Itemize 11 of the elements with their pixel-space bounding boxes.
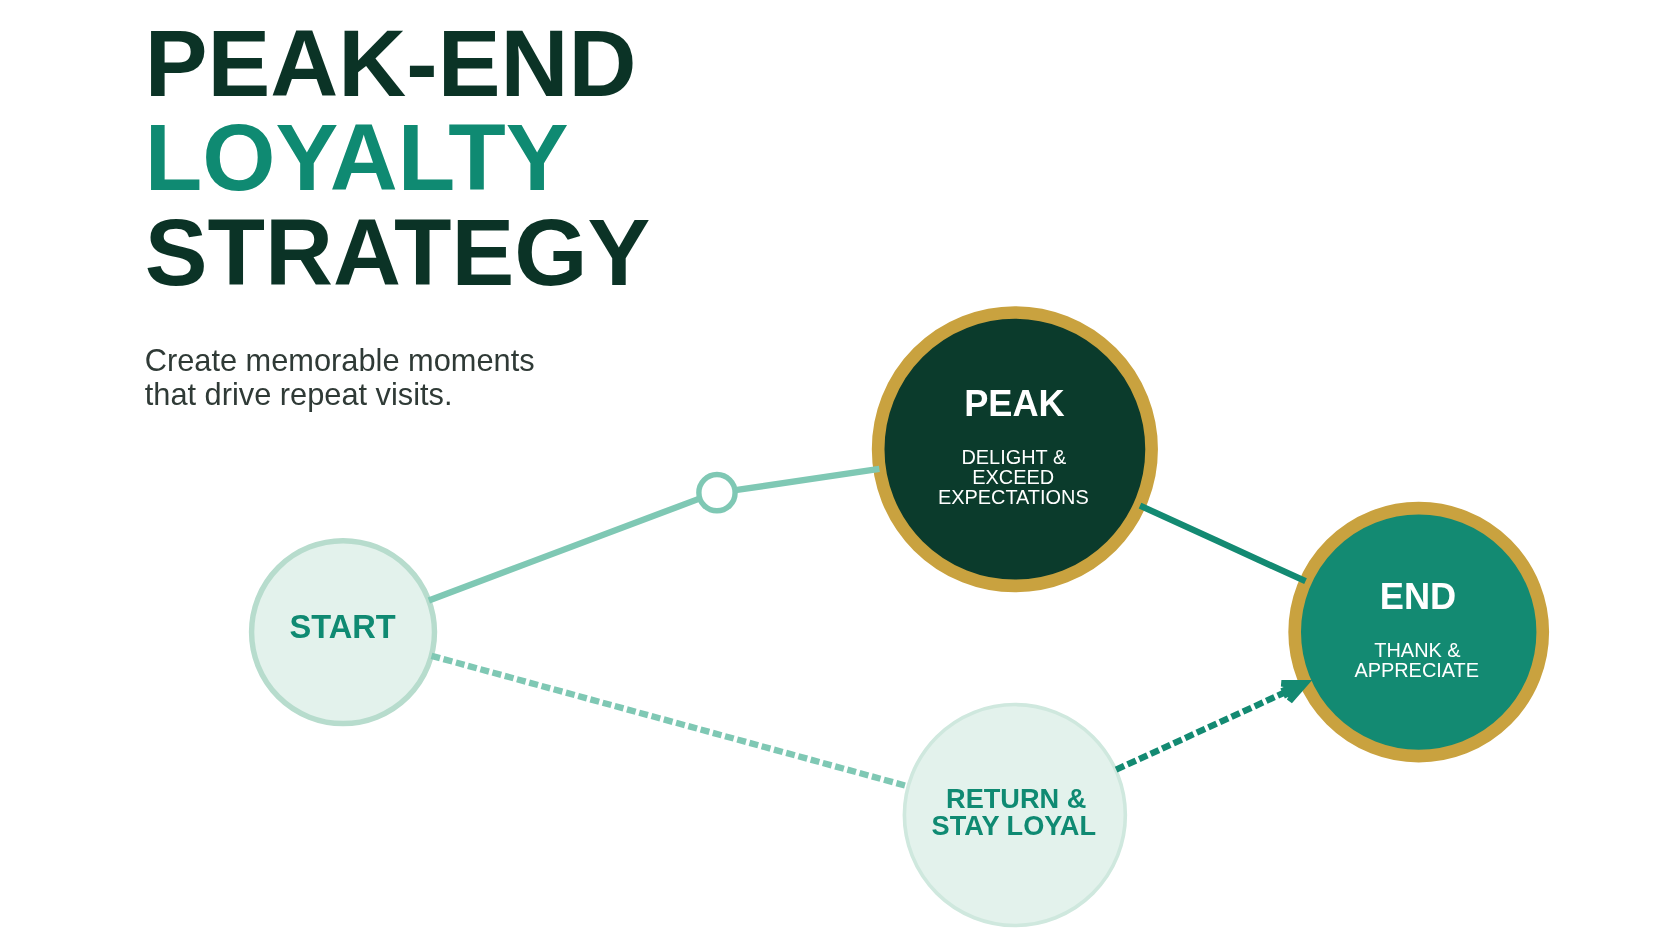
node-circle: RETURN & STAY LOYAL xyxy=(902,702,1127,928)
label: Create memorable moments that drive repeat visits. xyxy=(144,342,535,413)
connector xyxy=(1138,502,1307,585)
node-circle: START xyxy=(248,537,437,727)
connector xyxy=(430,652,909,790)
connector xyxy=(427,495,701,604)
node-circle: END THANK & APPRECIATE xyxy=(1287,501,1549,763)
connector xyxy=(734,465,880,494)
diagram-title: PEAK-END LOYALTY STRATEGY xyxy=(144,11,650,305)
node-circle: PEAK DELIGHT & EXCEED EXPECTATIONS xyxy=(871,306,1158,593)
node-circle xyxy=(695,471,738,514)
